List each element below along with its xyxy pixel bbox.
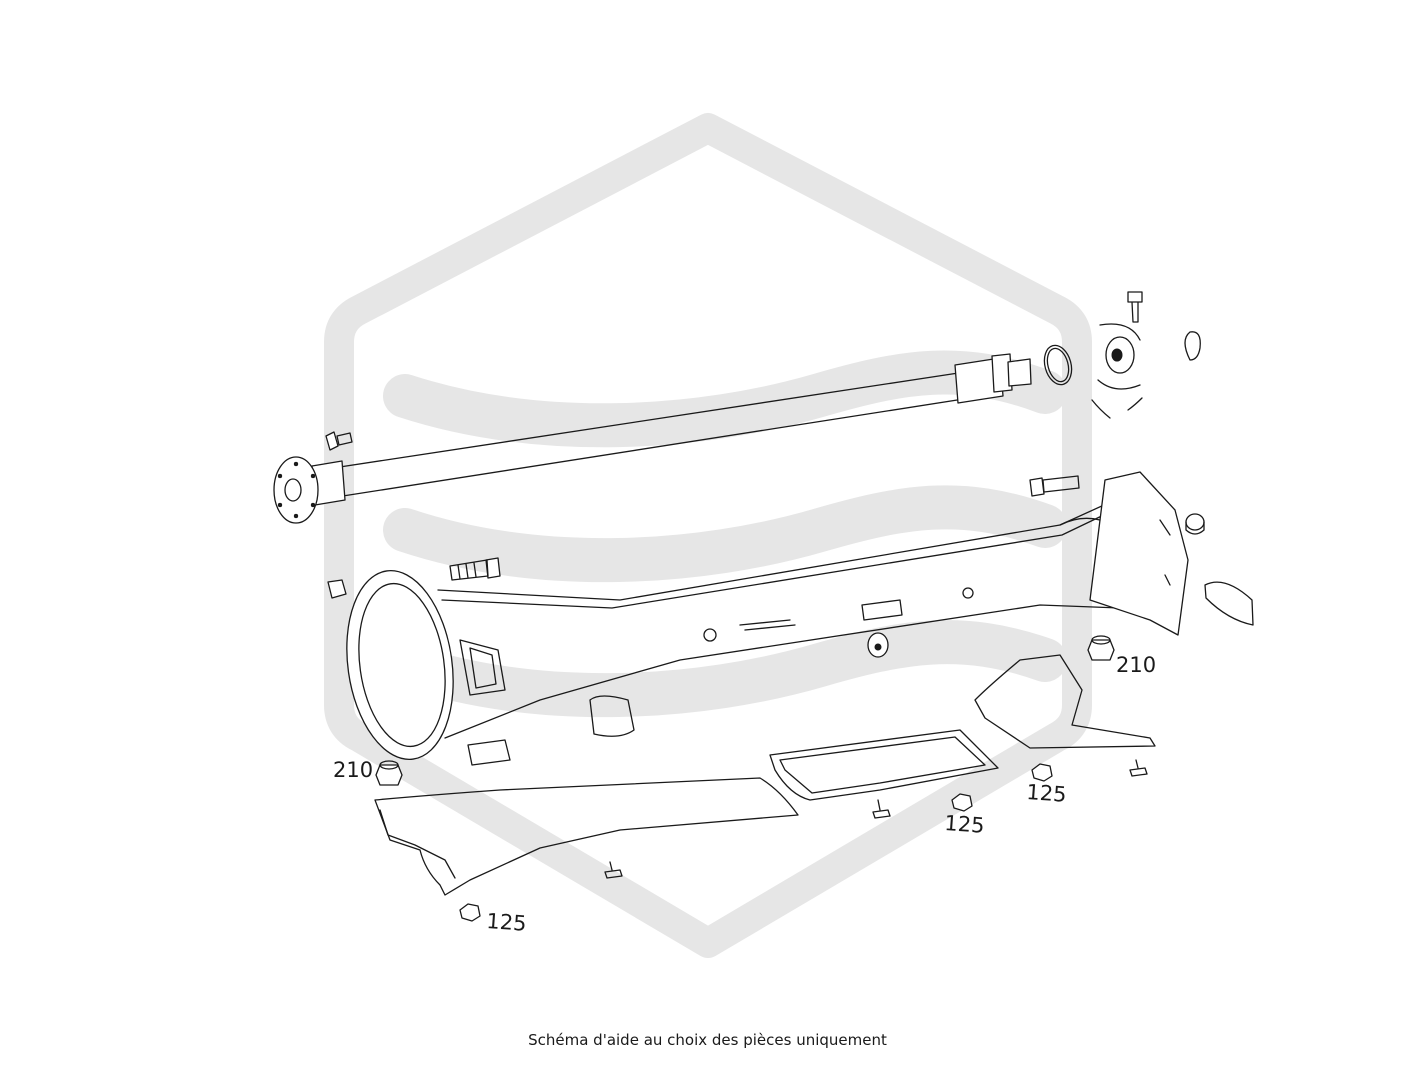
watermark-wave-3 [383,620,1067,718]
callout-210-right: 210 [1116,653,1156,677]
callout-210-left: 210 [333,758,373,782]
mount-pad [1204,581,1254,626]
small-bolts [604,759,1148,879]
callout-125-left: 125 [486,909,528,936]
bolt-left [325,431,353,451]
nut-125-b [951,793,973,812]
callout-125-right: 125 [1026,780,1068,807]
bolt-right [1029,475,1080,497]
nut-125-c [1031,763,1053,782]
heat-shield-left [374,777,799,896]
center-bearing [1091,291,1143,419]
heat-shield-center [769,729,999,801]
watermark-wave-1 [383,350,1067,448]
bolt-center [449,557,501,581]
watermark-hexagon [324,113,1092,958]
fastener-210-right [1087,635,1115,661]
fastener-210-left [375,760,403,786]
bearing-ring [1043,344,1073,386]
watermark-wave-2 [383,485,1067,583]
nut-left [327,579,347,599]
transmission-case [346,499,1121,766]
callout-125-center: 125 [944,811,986,838]
heat-shield-right [974,654,1156,749]
footer-caption: Schéma d'aide au choix des pièces unique… [528,1031,887,1049]
bushing [1185,513,1205,535]
nut-125-a [459,903,481,922]
tail-housing [1059,471,1189,636]
snap-ring [1184,331,1201,361]
driveshaft [273,353,1032,524]
